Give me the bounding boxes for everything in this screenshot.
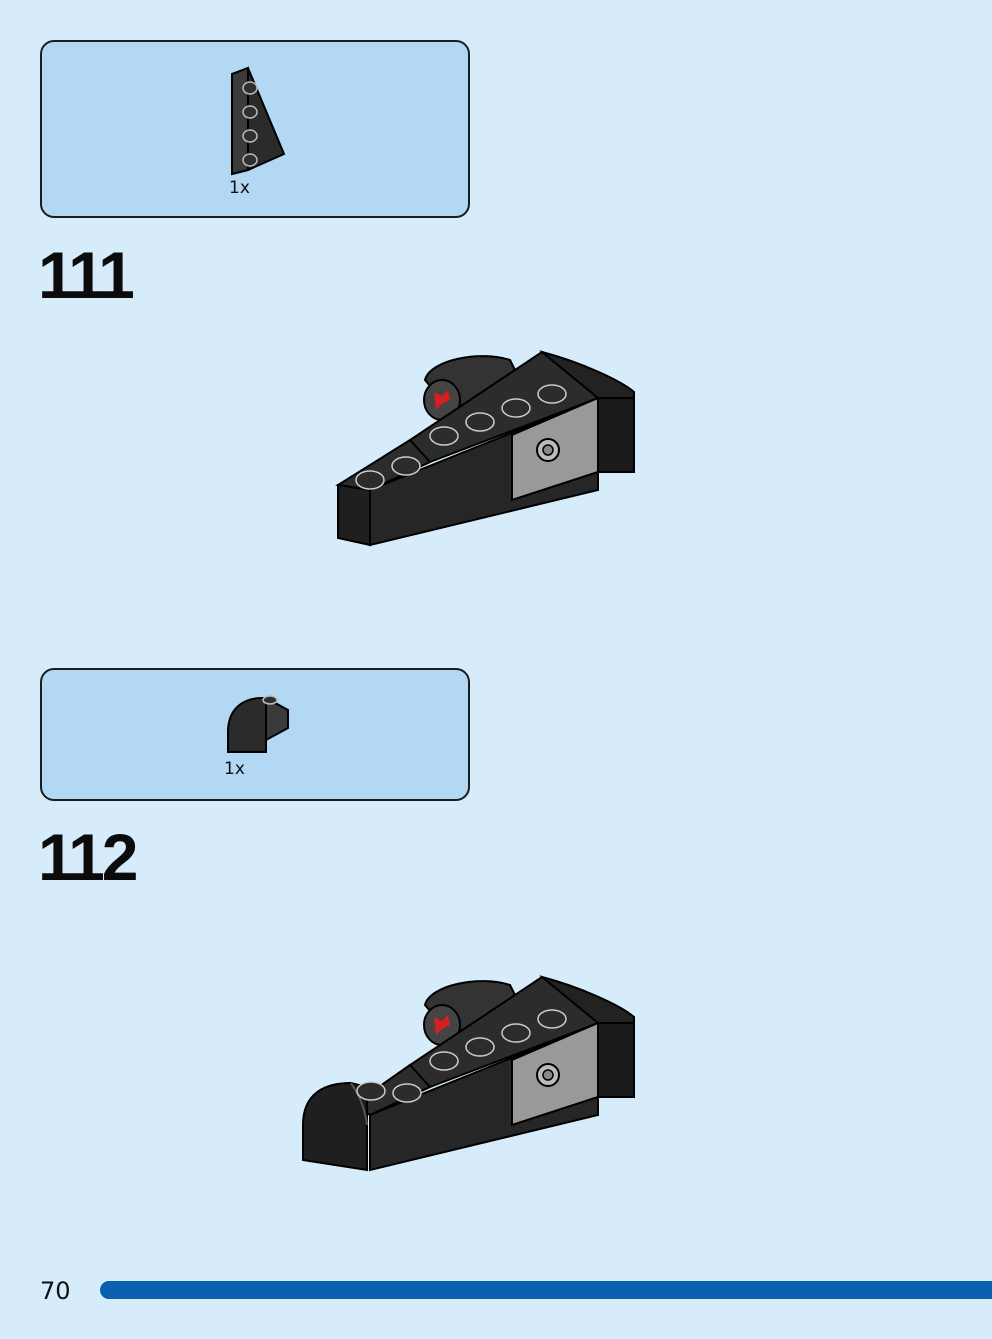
- part-quantity: 1x: [224, 759, 245, 779]
- step-111-model-illustration: [335, 350, 635, 547]
- curved-slope-part: [227, 695, 289, 753]
- part-quantity: 1x: [229, 178, 250, 198]
- wedge-plate-part: [231, 66, 286, 176]
- step-number: 111: [38, 238, 135, 312]
- step-112-model-illustration: [302, 975, 635, 1172]
- parts-box-step-111: 1x: [40, 40, 470, 218]
- parts-box-step-112: 1x: [40, 668, 470, 801]
- page-number: 70: [40, 1277, 71, 1305]
- progress-bar: [100, 1281, 992, 1299]
- step-number: 112: [38, 820, 138, 894]
